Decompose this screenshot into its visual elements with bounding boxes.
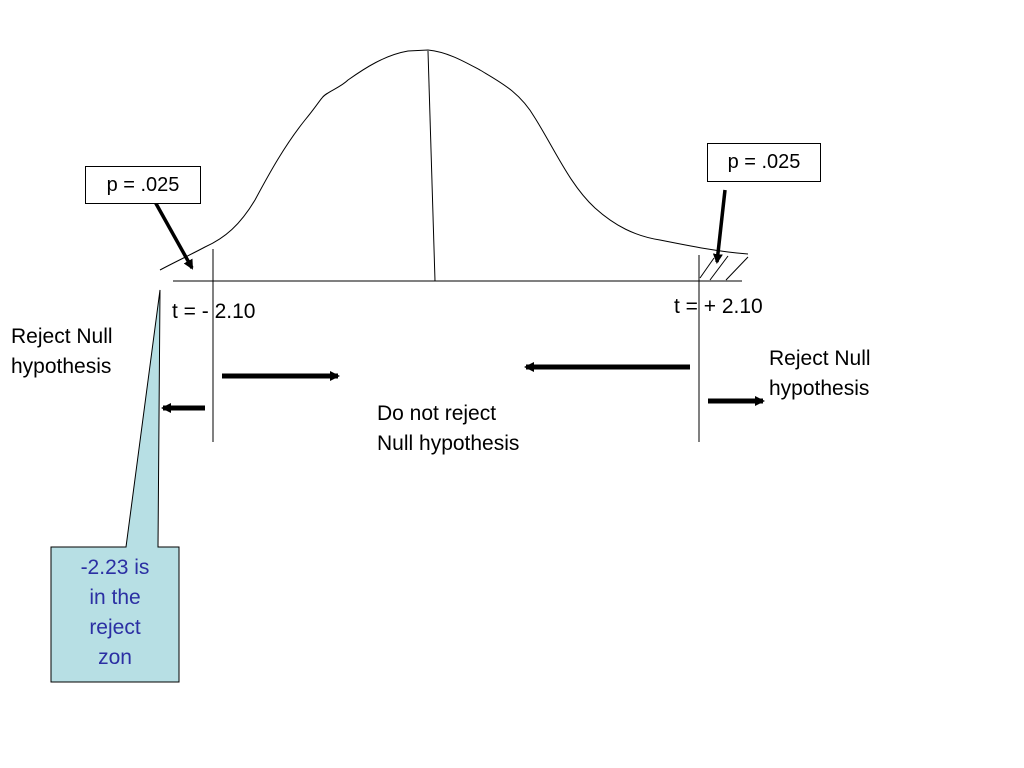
left-reject-label: Reject Null hypothesis (11, 322, 113, 382)
right-p-value-text: p = .025 (727, 151, 801, 173)
do-not-reject-label: Do not reject Null hypothesis (377, 399, 519, 459)
left-reject-line-1: Reject Null (11, 325, 113, 348)
do-not-reject-line-2: Null hypothesis (377, 432, 520, 455)
right-tail-hatching (699, 255, 749, 281)
right-reject-label: Reject Null hypothesis (769, 344, 871, 404)
left-p-pointer-arrow (152, 199, 194, 270)
left-p-value-box: p = .025 (85, 166, 201, 204)
callout-text: -2.23 is in the reject zon (51, 553, 179, 673)
distribution-curve (159, 49, 749, 271)
left-reject-line-2: hypothesis (11, 355, 112, 378)
center-line (427, 50, 436, 282)
callout-line-3: reject (89, 616, 141, 639)
right-p-pointer-arrow (712, 189, 727, 264)
do-not-reject-line-1: Do not reject (377, 402, 497, 425)
callout-line-2: in the (89, 586, 141, 609)
right-p-value-box: p = .025 (707, 143, 821, 182)
callout-line-4: zon (98, 646, 132, 669)
right-reject-line-1: Reject Null (769, 347, 871, 370)
right-t-critical-label: t = + 2.10 (674, 295, 763, 318)
callout-line-1: -2.23 is (80, 556, 150, 579)
left-t-critical-label: t = - 2.10 (172, 300, 256, 323)
left-p-value-text: p = .025 (106, 174, 180, 196)
callout-balloon (50, 289, 180, 683)
right-reject-line-2: hypothesis (769, 377, 870, 400)
